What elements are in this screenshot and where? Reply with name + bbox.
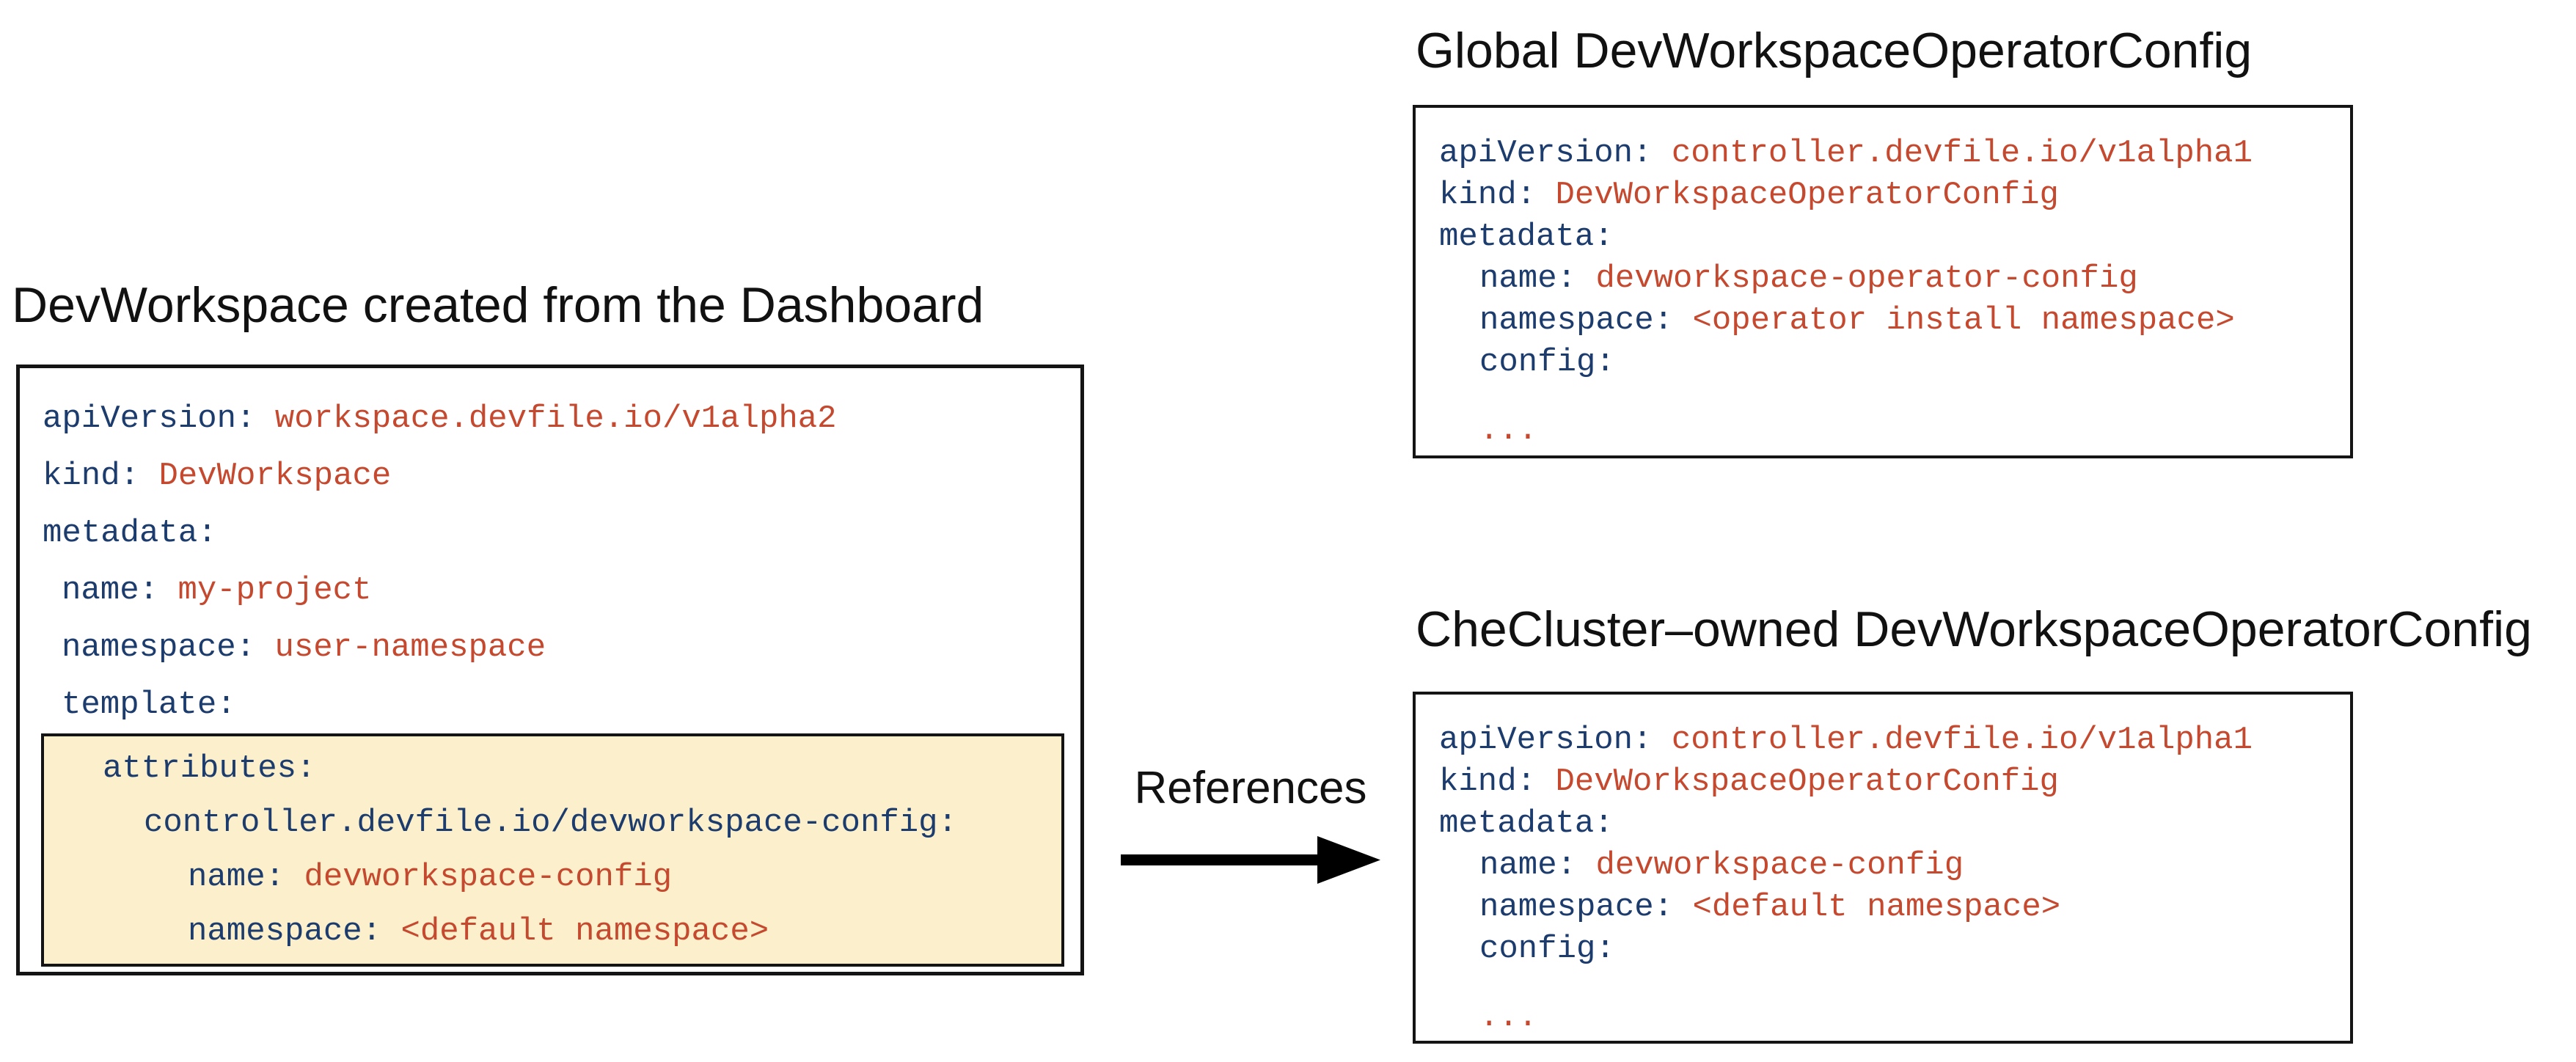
yaml-line: metadata:: [1439, 216, 2335, 258]
checluster-config-box-title: CheCluster–owned DevWorkspaceOperatorCon…: [1416, 601, 2532, 657]
devworkspace-yaml-code: apiVersion: workspace.devfile.io/v1alpha…: [20, 368, 1080, 733]
yaml-key: config:: [1479, 344, 1615, 381]
yaml-line: template:: [43, 676, 1066, 733]
yaml-line: apiVersion: workspace.devfile.io/v1alpha…: [43, 390, 1066, 447]
yaml-line: metadata:: [1439, 803, 2335, 845]
yaml-value: <default namespace>: [1692, 889, 2061, 926]
yaml-key: attributes:: [103, 750, 316, 787]
yaml-value: <default namespace>: [400, 913, 769, 950]
yaml-value: controller.devfile.io/v1alpha1: [1671, 135, 2253, 172]
checluster-config-yaml-box: apiVersion: controller.devfile.io/v1alph…: [1413, 692, 2353, 1044]
yaml-line: config:: [1439, 342, 2335, 384]
yaml-key: template:: [62, 686, 236, 723]
global-config-yaml-box: apiVersion: controller.devfile.io/v1alph…: [1413, 105, 2353, 458]
yaml-value: devworkspace-config: [1595, 847, 1964, 884]
devworkspace-box-title: DevWorkspace created from the Dashboard: [12, 277, 984, 333]
yaml-key: kind:: [43, 458, 159, 494]
devworkspace-config-attribute-highlight: attributes: controller.devfile.io/devwork…: [41, 733, 1064, 967]
yaml-value: DevWorkspace: [158, 458, 392, 494]
yaml-value: user-namespace: [274, 629, 546, 666]
yaml-key: name:: [62, 572, 178, 609]
yaml-value: my-project: [178, 572, 372, 609]
yaml-line: kind: DevWorkspace: [43, 447, 1066, 505]
yaml-key: controller.devfile.io/devworkspace-confi…: [144, 805, 957, 841]
yaml-key: config:: [1479, 931, 1615, 967]
references-arrow-icon: [1121, 836, 1380, 884]
devworkspace-config-attribute-code: attributes: controller.devfile.io/devwork…: [44, 741, 1061, 959]
yaml-line: namespace: user-namespace: [43, 619, 1066, 676]
yaml-line: name: devworkspace-config: [44, 850, 1061, 904]
yaml-line: apiVersion: controller.devfile.io/v1alph…: [1439, 719, 2335, 761]
yaml-value: devworkspace-config: [304, 859, 673, 896]
yaml-key: namespace:: [1479, 889, 1693, 926]
yaml-line: namespace: <default namespace>: [44, 904, 1061, 959]
yaml-key: apiVersion:: [1439, 135, 1672, 172]
yaml-value: workspace.devfile.io/v1alpha2: [274, 400, 837, 437]
yaml-key: namespace:: [62, 629, 275, 666]
yaml-value: ...: [1479, 412, 1538, 449]
yaml-line: metadata:: [43, 505, 1066, 562]
yaml-line: kind: DevWorkspaceOperatorConfig: [1439, 761, 2335, 803]
yaml-line: name: devworkspace-config: [1439, 845, 2335, 887]
yaml-key: name:: [188, 859, 304, 896]
yaml-key: name:: [1479, 847, 1596, 884]
yaml-value: DevWorkspaceOperatorConfig: [1555, 177, 2059, 213]
yaml-line: attributes:: [44, 741, 1061, 796]
yaml-key: kind:: [1439, 177, 1556, 213]
yaml-key: apiVersion:: [1439, 722, 1672, 758]
yaml-line: config:: [1439, 929, 2335, 970]
yaml-key: apiVersion:: [43, 400, 275, 437]
references-label: References: [1134, 763, 1367, 813]
yaml-value: DevWorkspaceOperatorConfig: [1555, 763, 2059, 800]
global-config-box-title: Global DevWorkspaceOperatorConfig: [1416, 23, 2253, 78]
checluster-config-yaml-code: apiVersion: controller.devfile.io/v1alph…: [1416, 695, 2350, 1039]
yaml-key: metadata:: [43, 515, 217, 552]
yaml-value: ...: [1479, 999, 1538, 1036]
yaml-key: namespace:: [188, 913, 401, 950]
yaml-line: kind: DevWorkspaceOperatorConfig: [1439, 175, 2335, 216]
yaml-line: namespace: <operator install namespace>: [1439, 300, 2335, 342]
yaml-key: name:: [1479, 260, 1596, 297]
yaml-line: ...: [1439, 410, 2335, 452]
global-config-yaml-code: apiVersion: controller.devfile.io/v1alph…: [1416, 108, 2350, 452]
yaml-line: name: devworkspace-operator-config: [1439, 258, 2335, 300]
yaml-line: controller.devfile.io/devworkspace-confi…: [44, 796, 1061, 850]
yaml-line: name: my-project: [43, 562, 1066, 619]
yaml-line: namespace: <default namespace>: [1439, 887, 2335, 929]
yaml-line: apiVersion: controller.devfile.io/v1alph…: [1439, 133, 2335, 175]
yaml-line: ...: [1439, 997, 2335, 1039]
yaml-value: <operator install namespace>: [1692, 302, 2235, 339]
yaml-key: kind:: [1439, 763, 1556, 800]
devworkspace-yaml-box: apiVersion: workspace.devfile.io/v1alpha…: [16, 365, 1084, 975]
yaml-value: controller.devfile.io/v1alpha1: [1671, 722, 2253, 758]
yaml-value: devworkspace-operator-config: [1595, 260, 2138, 297]
yaml-key: metadata:: [1439, 219, 1614, 255]
yaml-key: namespace:: [1479, 302, 1693, 339]
yaml-key: metadata:: [1439, 805, 1614, 842]
